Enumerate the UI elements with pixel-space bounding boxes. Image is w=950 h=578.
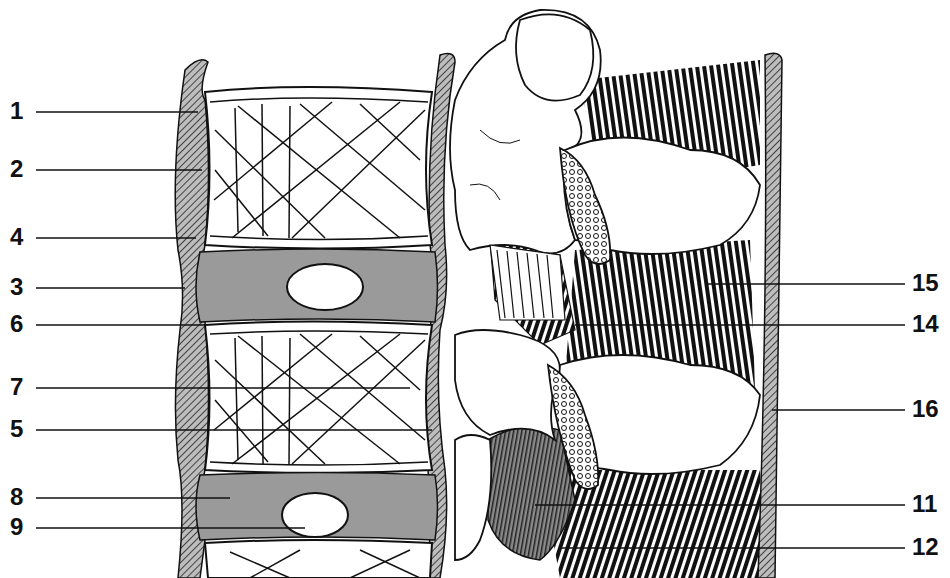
callout-number: 7 [10,375,23,399]
callout-number: 3 [10,275,23,299]
intervertebral-disc [196,473,438,541]
callout-number: 12 [912,535,939,559]
leader-lines [36,112,905,548]
vertebral-arch [450,10,760,264]
nucleus-pulposus [282,493,348,537]
callout-number: 2 [10,157,23,181]
nucleus-pulposus [287,264,363,310]
ligamentum-flavum [488,427,575,560]
callout-number: 11 [912,492,937,516]
callout-number: 5 [10,417,23,441]
callout-number: 8 [10,485,23,509]
vertebral-body [205,87,432,249]
callout-number: 15 [912,271,939,295]
vertebral-body [205,540,432,578]
callout-number: 16 [912,397,939,421]
callout-number: 9 [10,515,23,539]
pedicle [490,245,565,320]
callout-number: 4 [10,225,23,249]
intervertebral-disc [196,249,438,322]
supraspinous-ligament [758,53,782,578]
interspinous-ligament [540,470,765,578]
pedicle-lines [497,250,553,318]
vertebral-body [205,322,432,474]
callout-number: 14 [912,312,939,336]
vertebral-arch [455,330,760,560]
callout-number: 6 [10,312,23,336]
ligamentum-flavum [490,240,575,345]
callout-number: 1 [10,99,23,123]
